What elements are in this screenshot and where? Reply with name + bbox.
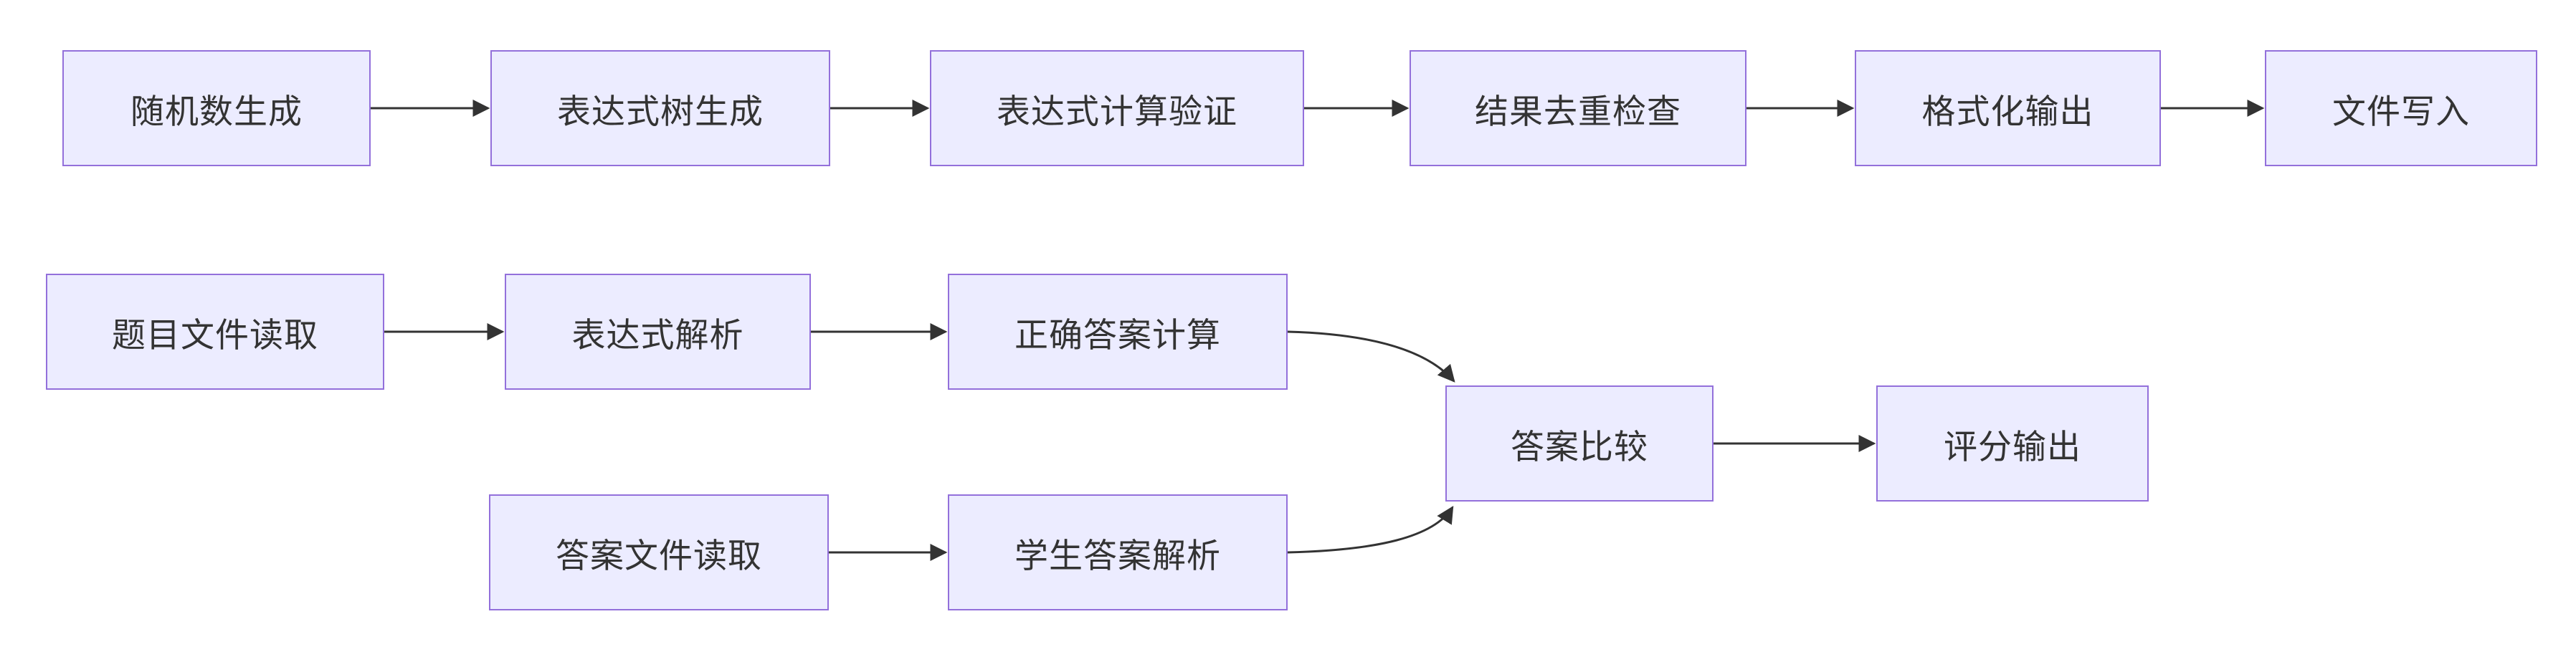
node-random-number-generation: 随机数生成 [62,50,371,166]
node-expression-calc-verification: 表达式计算验证 [930,50,1304,166]
node-result-dedup-check: 结果去重检查 [1410,50,1746,166]
node-format-output: 格式化输出 [1855,50,2161,166]
node-answer-compare: 答案比较 [1445,385,1714,502]
node-answer-file-read: 答案文件读取 [489,494,829,610]
edge-student-parse-to-answer-compare [1287,505,1454,554]
node-expression-parse: 表达式解析 [505,274,811,390]
node-student-answer-parse: 学生答案解析 [948,494,1288,610]
node-expression-tree-generation: 表达式树生成 [490,50,830,166]
node-correct-answer-calc: 正确答案计算 [948,274,1288,390]
node-file-write: 文件写入 [2265,50,2537,166]
node-question-file-read: 题目文件读取 [46,274,384,390]
node-score-output: 评分输出 [1876,385,2149,502]
edge-correct-calc-to-answer-compare [1287,330,1455,383]
